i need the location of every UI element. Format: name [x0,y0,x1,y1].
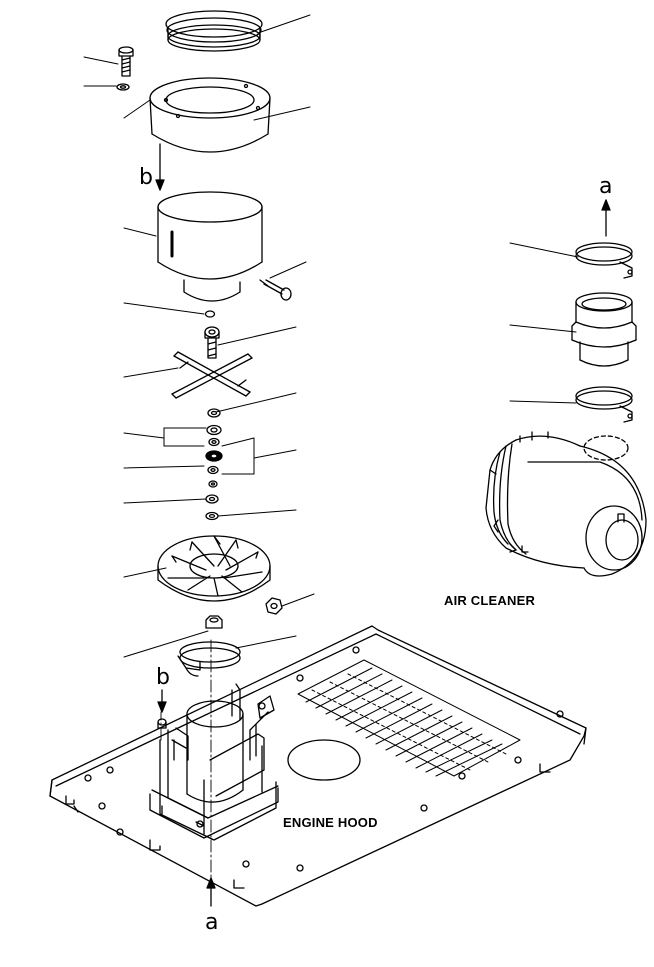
lower-clamp [576,387,632,422]
dashed-outlet [584,436,628,460]
intake-duct [150,684,278,840]
leader-lines [84,15,578,657]
washer-stack [206,409,222,520]
cross-plate [172,352,252,398]
upper-clamp [576,243,632,278]
hose-connector [572,293,636,366]
air-cleaner-label: AIR CLEANER [444,593,536,608]
hose-clamp-lower [178,642,240,676]
small-washer [206,311,215,317]
center-axis [161,640,211,878]
impeller-fan [158,536,270,601]
seal-ring [166,11,262,51]
precleaner-cap [158,192,262,301]
ref-letter-a-bottom: a [205,910,219,935]
ref-arrow-b-top [156,144,164,190]
small-nut [206,616,222,628]
center-bolt [205,327,219,358]
air-cleaner-body [486,432,646,576]
ref-letter-a-top: a [599,174,613,199]
hex-nut [266,598,282,614]
ref-letter-b-top: b [139,165,153,190]
bracket-boxes [164,428,254,474]
bolt-and-washer [117,47,133,90]
engine-hood-label: ENGINE HOOD [283,815,378,830]
engine-hood-panel [50,626,586,906]
grille-mesh [298,660,520,776]
ref-arrow-b-bottom [158,690,166,712]
ref-arrow-a-bottom [207,878,215,906]
ref-arrow-a-top [602,200,610,236]
ref-letter-b-bottom: b [156,665,170,690]
adapter-ring [150,78,270,152]
cap-bolt [260,280,291,300]
